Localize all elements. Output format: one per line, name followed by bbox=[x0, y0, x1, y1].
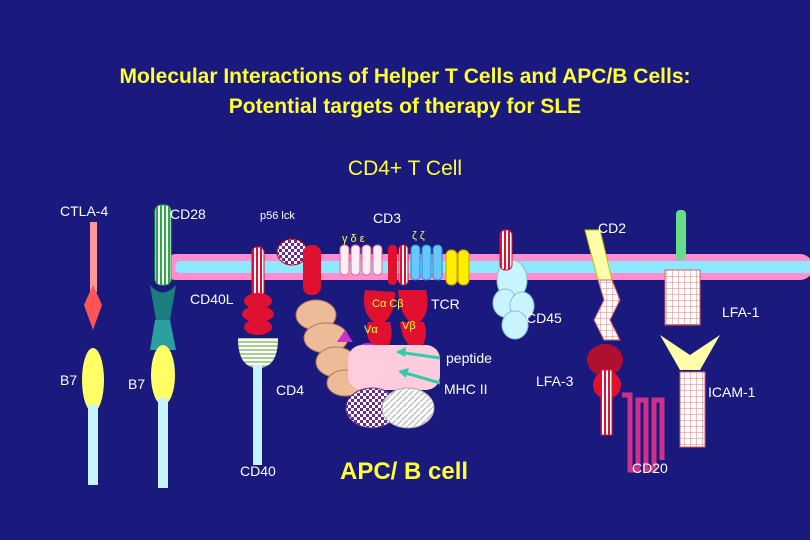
mhc2-arrow bbox=[398, 368, 441, 385]
cd45-label: CD45 bbox=[526, 310, 562, 326]
cd4-label: CD4 bbox=[276, 382, 305, 398]
lfa1-label: LFA-1 bbox=[722, 304, 760, 320]
cd2-label: CD2 bbox=[598, 220, 627, 236]
b7-left-label: B7 bbox=[60, 372, 78, 388]
cd40-molecule bbox=[238, 338, 278, 465]
cd3-label: CD3 bbox=[373, 210, 402, 226]
lfa1-molecule bbox=[660, 210, 720, 370]
lfa3-label: LFA-3 bbox=[536, 373, 574, 389]
v-beta-label: Vβ bbox=[402, 320, 416, 332]
tcr-label: TCR bbox=[431, 296, 460, 312]
cd2-yellow-rod bbox=[584, 229, 621, 341]
c-alpha-beta-label: Cα Cβ bbox=[372, 298, 404, 310]
v-alpha-label: Vα bbox=[364, 324, 378, 336]
p56lck-molecule bbox=[276, 238, 308, 266]
cd3-chains-label-2: ζ ζ bbox=[412, 230, 425, 242]
icam1-label: ICAM-1 bbox=[708, 384, 756, 400]
cd28-label: CD28 bbox=[170, 206, 206, 222]
b7-left-molecule bbox=[82, 348, 104, 485]
t-cell-membrane bbox=[163, 254, 810, 280]
peptide-label: peptide bbox=[446, 350, 492, 366]
cd40l-molecule bbox=[242, 246, 274, 335]
diagram-title-line2: Potential targets of therapy for SLE bbox=[228, 95, 582, 118]
tcr-molecule bbox=[363, 244, 428, 350]
cd3-complex bbox=[339, 244, 470, 286]
cd2-molecule bbox=[499, 229, 513, 271]
b7-right-molecule bbox=[150, 320, 176, 488]
lfa3-molecule bbox=[587, 344, 623, 436]
p56lck-label: p56 lck bbox=[260, 210, 295, 222]
cd20-label: CD20 bbox=[632, 460, 668, 476]
b7-right-label: B7 bbox=[128, 376, 146, 392]
mhc2-label: MHC II bbox=[444, 381, 488, 397]
peptide-arrow bbox=[396, 347, 441, 360]
mhc2-molecule bbox=[337, 330, 440, 429]
cd40-label: CD40 bbox=[240, 463, 276, 479]
cd20-molecule bbox=[622, 392, 665, 473]
apc-cell-label: APC/ B cell bbox=[340, 458, 469, 485]
ctla4-label: CTLA-4 bbox=[60, 203, 109, 219]
diagram-title-line1: Molecular Interactions of Helper T Cells… bbox=[119, 65, 691, 88]
ctla4-molecule bbox=[84, 222, 102, 330]
t-cell-label: CD4+ T Cell bbox=[347, 157, 463, 180]
icam1-molecule bbox=[679, 371, 706, 448]
cd40l-label: CD40L bbox=[190, 291, 234, 307]
cd28-molecule bbox=[150, 204, 176, 320]
cd3-chains-label-1: γ δ ε bbox=[342, 233, 365, 245]
